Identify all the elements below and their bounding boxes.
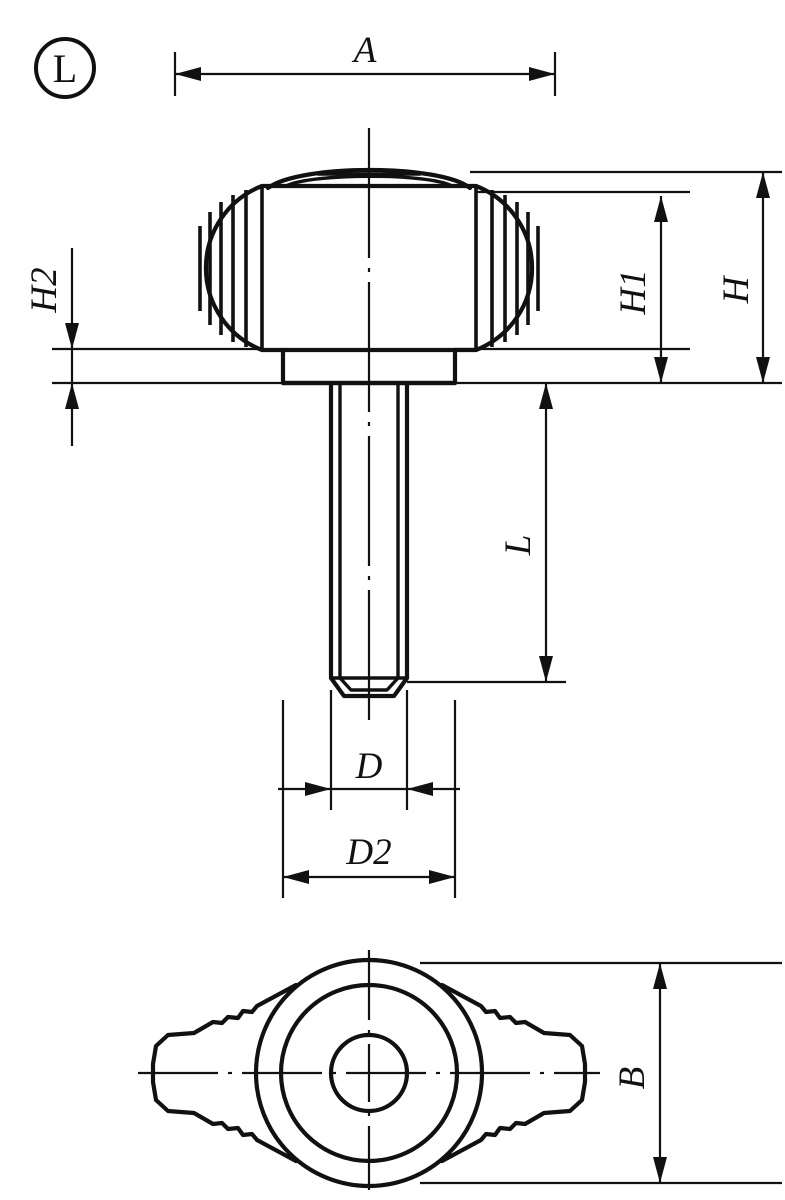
knob-dome-cap <box>265 167 473 191</box>
top-plan-view: B <box>138 950 782 1190</box>
dimension-label-h1: H1 <box>613 269 654 315</box>
dimension-label-h: H <box>716 274 757 304</box>
projection-lines-right <box>455 170 782 385</box>
dimension-label-d: D <box>355 746 383 787</box>
dimension-h2: H2 <box>24 248 79 446</box>
dimension-label-h2: H2 <box>24 267 65 313</box>
plan-bore-circle <box>328 1032 410 1114</box>
plan-projection-lines <box>420 961 782 1185</box>
dimension-d2: D2 <box>281 700 457 898</box>
plan-collar-circle <box>278 982 460 1164</box>
badge-circle-icon <box>34 37 96 99</box>
view-badge-label: L <box>53 46 77 91</box>
threaded-shaft <box>328 380 410 699</box>
plan-wing-left <box>150 982 299 1164</box>
plan-concentric-circles <box>253 957 485 1189</box>
dimension-h: H <box>716 172 770 383</box>
dimension-label-l: L <box>498 535 539 557</box>
front-elevation-view: A H H1 <box>24 30 782 898</box>
projection-lines-left <box>52 347 283 385</box>
knob-grip-lines-left <box>198 186 264 350</box>
dimension-b: B <box>612 963 667 1183</box>
dimension-a: A <box>173 30 557 96</box>
plan-wing-right <box>439 982 588 1164</box>
dimension-label-d2: D2 <box>345 832 391 873</box>
knob-collar <box>280 347 458 386</box>
knob-grip-lines-right <box>474 186 540 350</box>
dimension-label-b: B <box>612 1067 653 1090</box>
dimension-l: L <box>407 383 566 684</box>
view-badge-l: L <box>34 37 96 99</box>
dimension-h1: H1 <box>613 196 668 383</box>
dimension-label-a: A <box>351 30 377 71</box>
dimension-d: D <box>278 690 460 810</box>
plan-outer-circle <box>253 957 485 1189</box>
